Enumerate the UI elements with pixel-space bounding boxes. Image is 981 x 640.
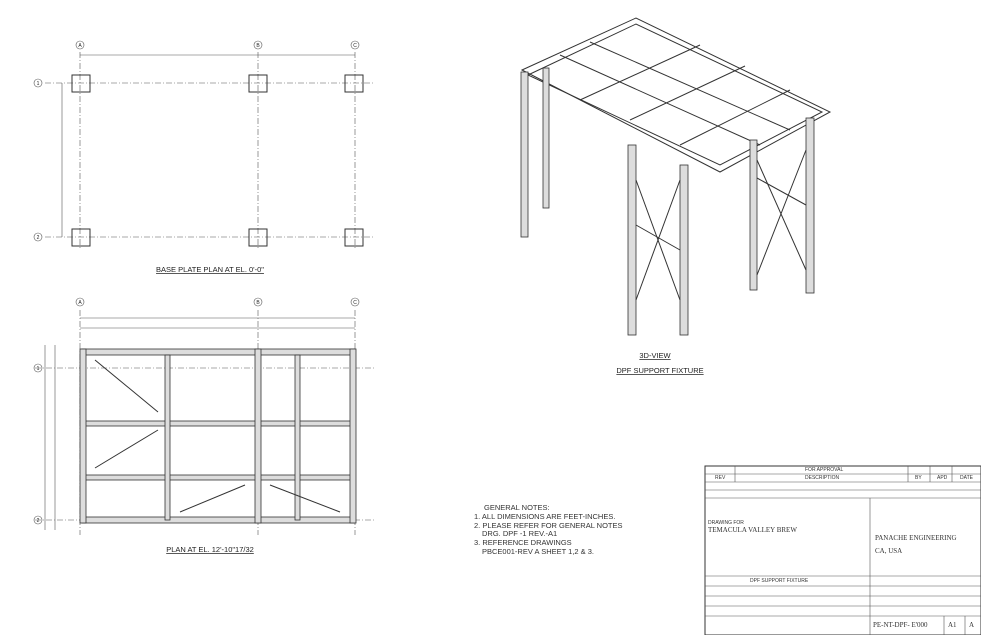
base-plate-plan-title: BASE PLATE PLAN AT EL. 0'-0" [156,265,264,274]
base-plate-plan: A B C 1 2 BASE PLATE PLAN AT EL. 0'-0" [33,40,375,274]
svg-text:C: C [353,300,357,306]
svg-text:1: 1 [37,366,40,372]
svg-text:2: 2 [37,518,40,524]
client-name: TEMACULA VALLEY BREW [708,526,797,534]
framing-plan: A B C 1 2 PLAN AT EL. 12'-10"17/32 [33,297,375,554]
svg-text:1: 1 [37,81,40,87]
svg-text:A: A [78,43,82,49]
svg-text:C: C [353,43,357,49]
title-block: FOR APPROVAL REV DESCRIPTION BY APD DATE… [708,467,975,629]
svg-text:B: B [256,300,260,306]
framing-plan-title: PLAN AT EL. 12'-10"17/32 [166,545,254,554]
svg-text:B: B [256,43,260,49]
general-notes: GENERAL NOTES: 1. ALL DIMENSIONS ARE FEE… [474,503,623,556]
iso-3d-view: 3D-VIEW DPF SUPPORT FIXTURE [520,17,832,375]
drawing-number: PE-NT-DPF- E'000 [873,621,928,629]
base-plates [71,74,364,247]
iso-view-title: 3D-VIEW [639,351,671,360]
iso-view-subtitle: DPF SUPPORT FIXTURE [616,366,703,375]
svg-text:A: A [78,300,82,306]
svg-text:2: 2 [37,235,40,241]
company-name: PANACHE ENGINEERING [875,534,957,542]
